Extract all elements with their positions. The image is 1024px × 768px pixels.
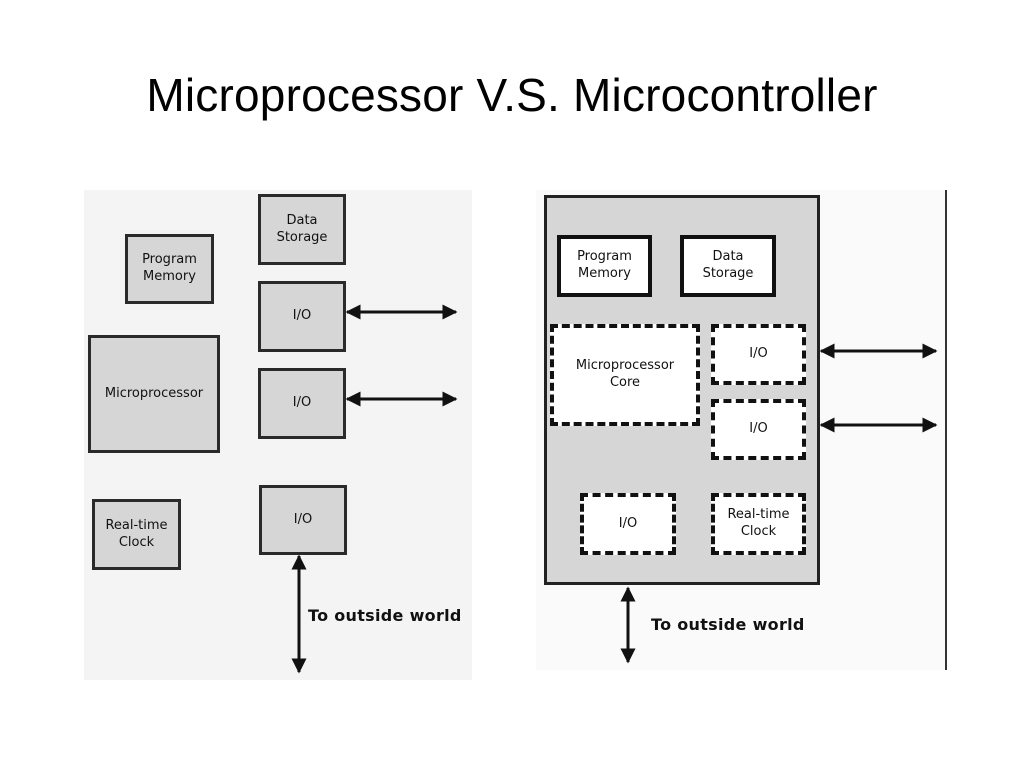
- left-real-time-clock-block: Real-time Clock: [92, 499, 181, 570]
- right-io-block-2: I/O: [711, 399, 806, 460]
- right-real-time-clock-block: Real-time Clock: [711, 493, 806, 555]
- right-io-block-1: I/O: [711, 324, 806, 385]
- left-outside-world-caption: To outside world: [308, 606, 462, 625]
- slide-title: Microprocessor V.S. Microcontroller: [146, 69, 878, 121]
- left-program-memory-block: Program Memory: [125, 234, 214, 304]
- right-core-block: Microprocessor Core: [550, 324, 700, 426]
- right-outside-world-caption: To outside world: [651, 615, 805, 634]
- right-program-memory-block: Program Memory: [557, 235, 652, 297]
- left-io-block-2: I/O: [258, 368, 346, 439]
- left-io-block-1: I/O: [258, 281, 346, 352]
- right-io-block-3: I/O: [580, 493, 676, 555]
- panel-edge-line: [945, 190, 947, 670]
- left-microprocessor-block: Microprocessor: [88, 335, 220, 453]
- left-io-block-3: I/O: [259, 485, 347, 555]
- right-data-storage-block: Data Storage: [680, 235, 776, 297]
- left-data-storage-block: Data Storage: [258, 194, 346, 265]
